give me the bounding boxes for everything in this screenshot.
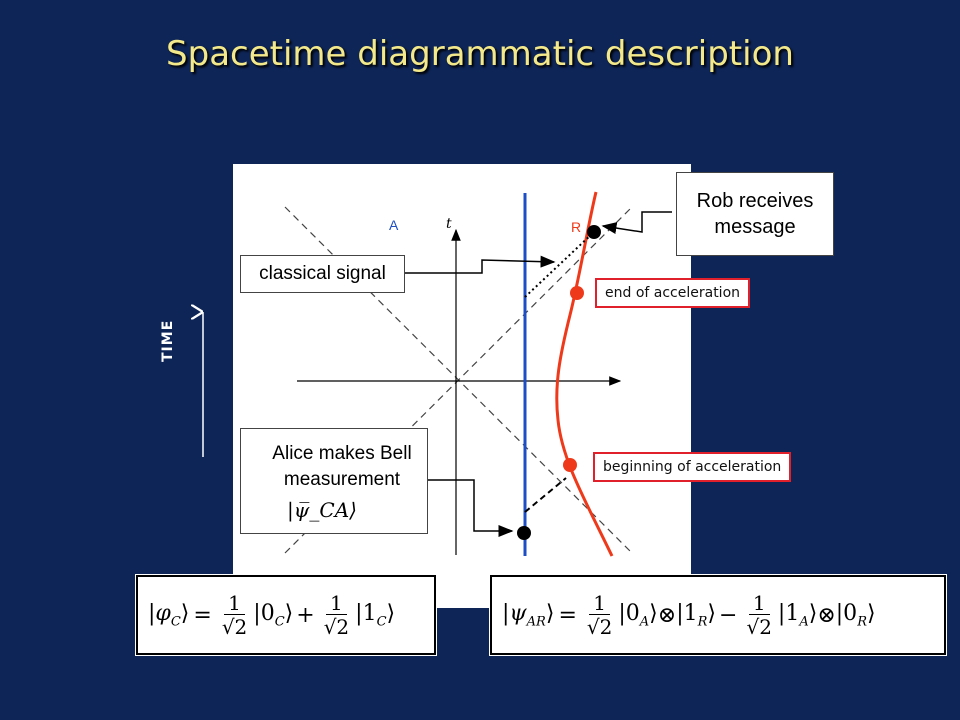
ket-0-a: |0A⟩: [618, 600, 658, 630]
slide-title: Spacetime diagrammatic description: [166, 34, 794, 74]
otimes-2: ⊗: [817, 602, 836, 628]
t-axis-label: t: [446, 216, 452, 232]
diagram-panel-extension: [436, 576, 490, 608]
time-label: TIME: [160, 319, 176, 362]
rob-receives-line2: message: [714, 216, 796, 238]
light-cone-future-right: [284, 206, 633, 554]
ket-1-c: |1C⟩: [355, 600, 396, 630]
fraction-2: 1√2: [323, 590, 350, 639]
psi-ar-lhs: |ψAR⟩: [502, 600, 555, 630]
alice-label: A: [389, 217, 399, 233]
rob-receive-connector: [601, 211, 672, 234]
ket-1-r: |1R⟩: [676, 600, 717, 630]
phi-c-lhs: |φC⟩: [148, 600, 190, 630]
alice-state-ket: |ψ̅_CA⟩: [287, 498, 357, 522]
rob-receive-event: [587, 225, 601, 239]
classical-signal-callout: classical signal: [240, 255, 405, 293]
fraction-2: 1√2: [746, 590, 772, 639]
rob-receives-callout: Rob receives message: [676, 172, 834, 256]
entangled-link-path: [524, 477, 567, 513]
otimes-1: ⊗: [657, 602, 677, 628]
alice-bell-callout: Alice makes Bell measurement |ψ̅_CA⟩: [240, 428, 428, 534]
classical-signal-connector: [404, 255, 556, 274]
rob-label: R: [571, 219, 581, 235]
begin-acceleration-label: beginning of acceleration: [593, 452, 792, 482]
end-acceleration-label: end of acceleration: [595, 278, 751, 308]
ket-0-c: |0C⟩: [253, 600, 294, 630]
alice-bell-line2: measurement: [283, 469, 401, 490]
formula-psi-ar: |ψAR⟩ = 1√2 |0A⟩ ⊗ |1R⟩ − 1√2 |1A⟩ ⊗ |0R…: [490, 575, 946, 655]
classical-signal-text: classical signal: [259, 263, 386, 284]
alice-bell-connector: [428, 479, 514, 537]
minus-sign: −: [719, 602, 738, 628]
ket-0-r: |0R⟩: [835, 600, 876, 630]
equals-sign: =: [193, 602, 212, 628]
fraction-1: 1√2: [221, 590, 248, 639]
end-acceleration-event: [570, 286, 584, 300]
alice-bell-line1: Alice makes Bell: [272, 443, 412, 464]
rob-worldline: [555, 191, 614, 557]
rob-receives-line1: Rob receives: [696, 190, 814, 212]
alice-measurement-event: [517, 526, 531, 540]
classical-signal-path: [524, 231, 595, 298]
plus-sign: +: [296, 602, 315, 628]
ket-1-a: |1A⟩: [777, 600, 818, 630]
begin-acceleration-event: [563, 458, 577, 472]
formula-phi-c: |φC⟩ = 1√2 |0C⟩ + 1√2 |1C⟩: [136, 575, 436, 655]
fraction-1: 1√2: [586, 590, 613, 639]
equals-sign: =: [558, 602, 577, 628]
